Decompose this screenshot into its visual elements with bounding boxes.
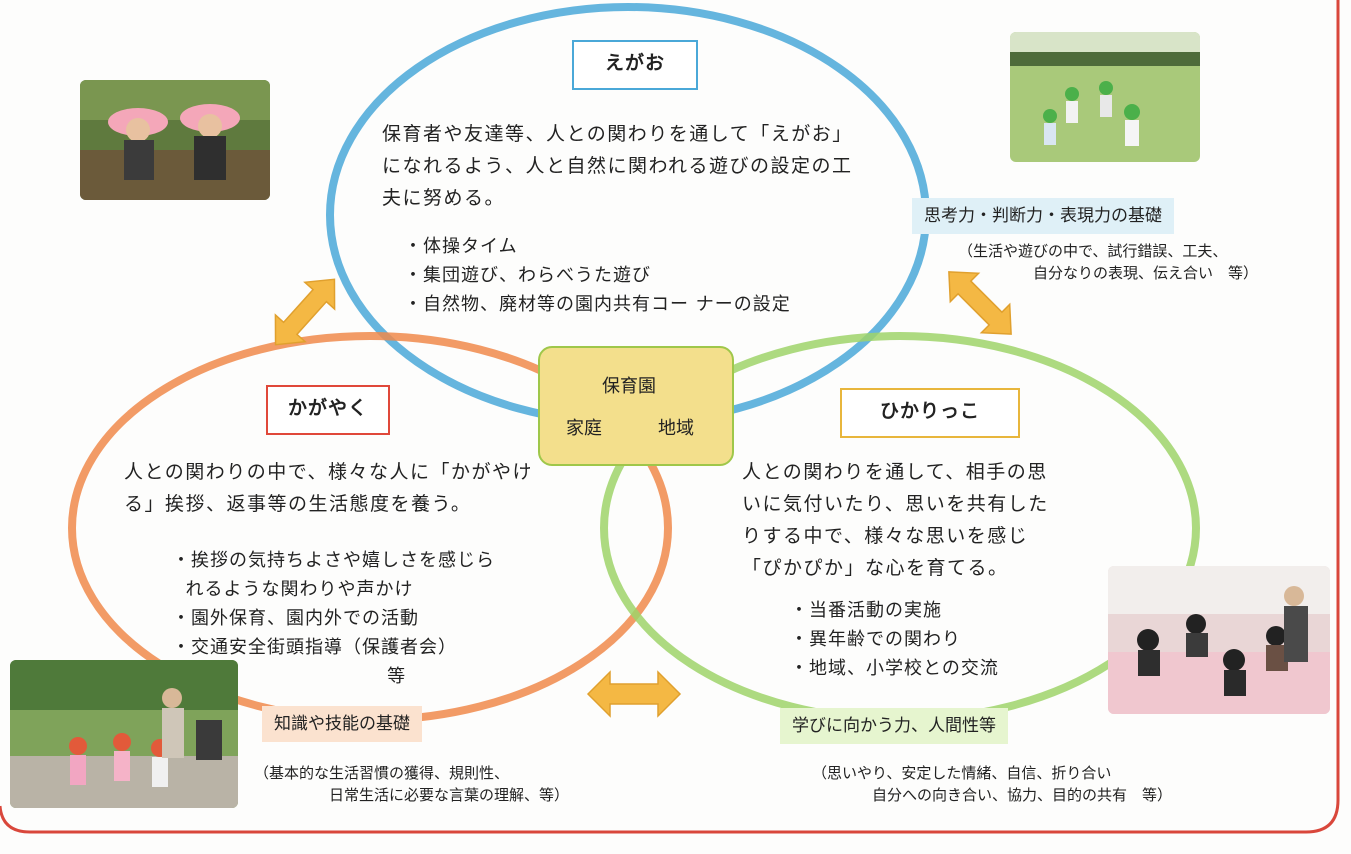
pillar-thinking-note: （生活や遊びの中で、試行錯誤、工夫、 自分なりの表現、伝え合い 等）	[958, 242, 1259, 282]
photo-children-walking	[10, 660, 238, 808]
hikarikko-item: ・地域、小学校との交流	[790, 658, 999, 679]
egao-description: 保育者や友達等、人との関わりを通して「えがお」になれるよう、人と自然に関われる遊…	[382, 123, 853, 209]
pillar-learning-label: 学びに向かう力、人間性等	[780, 708, 1008, 744]
pillar-thinking-label: 思考力・判断力・表現力の基礎	[912, 198, 1174, 234]
kagayaku-item: ・交通安全街頭指導（保護者会）	[172, 637, 457, 658]
hikarikko-description: 人との関わりを通して、相手の思いに気付いたり、思いを共有したりする中で、様々な思…	[742, 461, 1049, 579]
center-top-label: 保育園	[602, 376, 656, 397]
pillar-learning-note: （思いやり、安定した情緒、自信、折り合い 自分への向き合い、協力、目的の共有 等…	[812, 764, 1173, 804]
hikarikko-title: ひかりっこ	[840, 388, 1020, 438]
photo-children-running	[1010, 32, 1200, 162]
kagayaku-item: れるような関わりや声かけ	[172, 579, 414, 600]
pillar-knowledge-label: 知識や技能の基礎	[262, 706, 422, 742]
kagayaku-title: かがやく	[266, 385, 390, 435]
arrow-egao-hikarikko	[948, 271, 1012, 335]
outer-frame	[0, 0, 1340, 834]
hikarikko-items: ・当番活動の実施 ・異年齢での関わり ・地域、小学校との交流	[790, 596, 999, 683]
center-box: 保育園 家庭 地域	[538, 346, 734, 466]
kagayaku-item: ・園外保育、園内外での活動	[172, 608, 419, 629]
egao-items: ・体操タイム ・集団遊び、わらべうた遊び ・自然物、廃材等の園内共有コー ナーの…	[404, 232, 791, 319]
hikarikko-item: ・当番活動の実施	[790, 600, 942, 621]
hikarikko-item: ・異年齢での関わり	[790, 629, 961, 650]
egao-item: ・集団遊び、わらべうた遊び	[404, 265, 651, 286]
egao-title: えがお	[572, 40, 698, 90]
kagayaku-description: 人との関わりの中で、様々な人に「かがやける」挨拶、返事等の生活態度を養う。	[124, 461, 534, 515]
kagayaku-item: ・挨拶の気持ちよさや嬉しさを感じら	[172, 550, 495, 571]
egao-item: ・体操タイム	[404, 236, 518, 257]
center-left-label: 家庭	[566, 418, 602, 439]
arrow-egao-kagayaku	[274, 278, 336, 346]
arrow-kagayaku-hikarikko	[586, 670, 682, 718]
kagayaku-item: 等	[172, 666, 407, 687]
pillar-knowledge-note: （基本的な生活習慣の獲得、規則性、 日常生活に必要な言葉の理解、等）	[254, 764, 570, 804]
egao-item: ・自然物、廃材等の園内共有コー ナーの設定	[404, 294, 791, 315]
center-right-label: 地域	[658, 418, 694, 439]
photo-children-circle	[1108, 566, 1330, 714]
kagayaku-items: ・挨拶の気持ちよさや嬉しさを感じら れるような関わりや声かけ ・園外保育、園内外…	[172, 546, 495, 691]
photo-children-gardening	[80, 80, 270, 200]
